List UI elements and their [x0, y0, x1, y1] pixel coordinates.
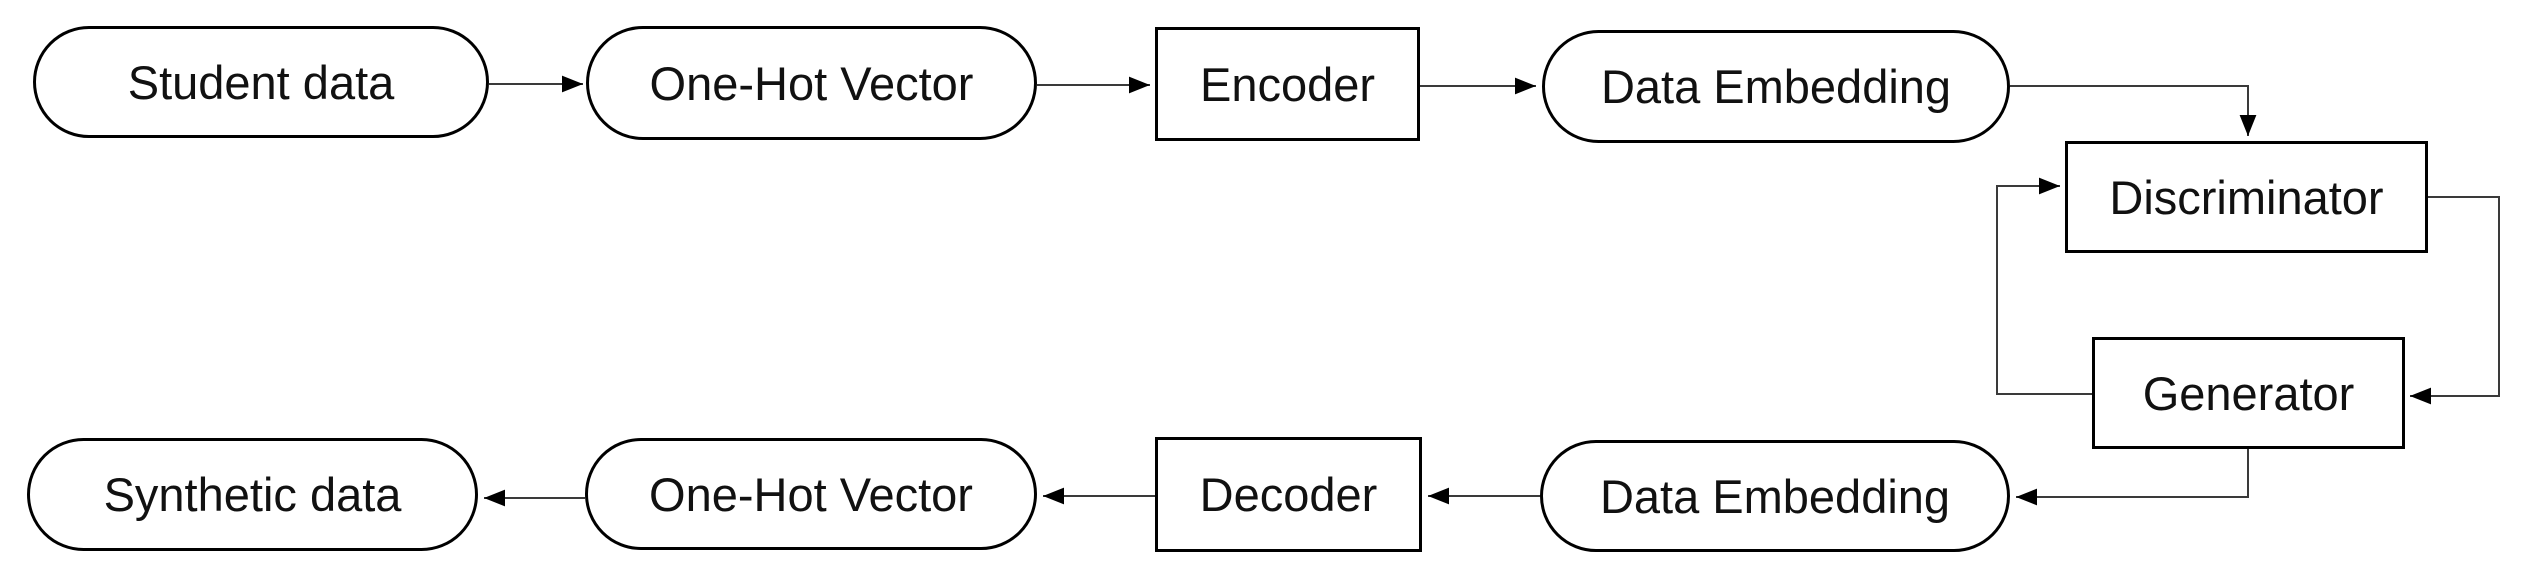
node-one-hot-vector-top: One-Hot Vector [586, 26, 1037, 140]
node-label-data-embedding-top: Data Embedding [1600, 60, 1952, 113]
node-label-encoder: Encoder [1199, 57, 1376, 111]
node-label-generator: Generator [2142, 366, 2355, 420]
node-label-one-hot-vector-top: One-Hot Vector [649, 56, 974, 110]
arrow-embedding-top-to-discriminator [2010, 85, 2257, 136]
node-label-one-hot-vector-bottom: One-Hot Vector [649, 467, 973, 521]
node-label-discriminator: Discriminator [2109, 170, 2384, 224]
arrow-generator-to-discriminator [1996, 177, 2092, 395]
node-label-data-embedding-bottom: Data Embedding [1599, 469, 1951, 523]
node-discriminator: Discriminator [2065, 141, 2428, 253]
node-one-hot-vector-bottom: One-Hot Vector [585, 438, 1037, 550]
arrow-discriminator-to-generator [2410, 196, 2500, 405]
arrow-generator-to-embedding-bottom [2016, 449, 2249, 506]
node-student-data: Student data [33, 26, 489, 138]
node-encoder: Encoder [1155, 27, 1420, 141]
node-data-embedding-top: Data Embedding [1542, 30, 2010, 143]
node-data-embedding-bottom: Data Embedding [1540, 440, 2010, 552]
node-label-decoder: Decoder [1199, 468, 1378, 521]
node-synthetic-data: Synthetic data [27, 438, 478, 551]
node-label-student-data: Student data [127, 55, 395, 109]
node-decoder: Decoder [1155, 437, 1422, 552]
node-label-synthetic-data: Synthetic data [103, 468, 402, 521]
node-generator: Generator [2092, 337, 2405, 449]
